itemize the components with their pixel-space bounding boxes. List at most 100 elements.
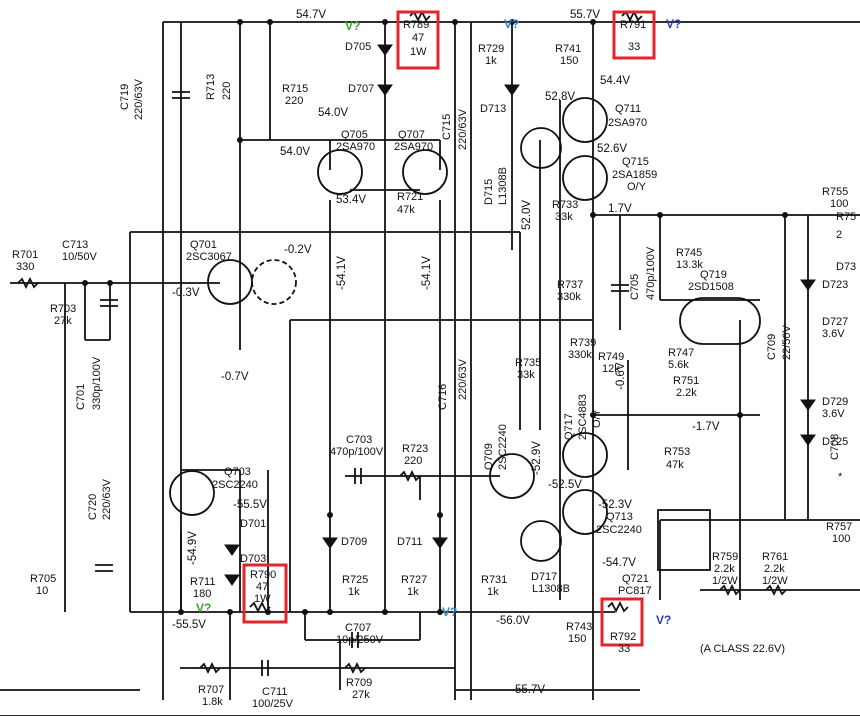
label-r753: R753	[664, 446, 690, 458]
label-r723: R723	[402, 443, 428, 455]
d701-symbol	[224, 544, 240, 556]
label-r743: R743	[566, 621, 592, 633]
label-edge-1: 2	[836, 229, 842, 241]
label-r789-name: R789	[403, 19, 429, 31]
d703-symbol	[224, 574, 240, 586]
label-r751-val: 2.2k	[676, 387, 697, 399]
label-class-a-note: (A CLASS 22.6V)	[700, 643, 785, 655]
label-r739-val: 330k	[568, 349, 592, 361]
label-vm17: -1.7V	[692, 421, 720, 433]
label-c705-val: 470p/100V	[645, 246, 657, 300]
highlight-r791	[612, 10, 656, 60]
label-r759-val: 2.2k	[714, 563, 735, 575]
label-r745-val: 13.3k	[676, 259, 703, 271]
label-r715: R715	[282, 83, 308, 95]
label-vq-green-2: V?	[196, 601, 211, 615]
label-q709-type: 2SC2240	[497, 424, 509, 470]
d723-symbol	[800, 279, 816, 291]
label-q705: Q705	[341, 129, 368, 141]
label-r711: R711	[190, 576, 215, 588]
label-r747: R747	[668, 347, 694, 359]
label-vm03: -0.3V	[172, 287, 200, 299]
r701-symbol	[17, 276, 39, 290]
label-v544: 54.4V	[600, 75, 630, 87]
label-r743-val: 150	[568, 633, 586, 645]
label-v520: 52.0V	[521, 200, 533, 230]
q707-symbol	[402, 149, 448, 195]
label-d727: D727	[822, 316, 848, 328]
label-r703: R703	[50, 303, 76, 315]
label-r789-val: 47	[412, 32, 424, 44]
label-q701: Q701	[190, 239, 217, 251]
label-v557: 55.7V	[570, 9, 600, 21]
label-d707: D707	[348, 83, 374, 95]
label-c703-val: 470p/100V	[330, 446, 384, 458]
d725-symbol	[800, 434, 816, 446]
r792-symbol	[607, 600, 629, 614]
label-c707: C707	[345, 622, 371, 634]
label-r757: R757	[826, 521, 852, 533]
label-vm555b: -55.5V	[172, 619, 206, 631]
label-c715-name: C715	[441, 114, 453, 140]
label-q713: Q713	[606, 511, 633, 523]
label-r713-val: 220	[221, 82, 233, 100]
label-r737-val: 330k	[557, 291, 581, 303]
label-q707-type: 2SA970	[394, 141, 433, 153]
wire-layer	[0, 21, 860, 716]
label-c701: C701	[75, 384, 87, 410]
label-d705: D705	[345, 41, 371, 53]
label-vm547: -54.7V	[602, 557, 636, 569]
label-vq-blue-2: V?	[442, 605, 457, 619]
label-q719: Q719	[700, 269, 727, 281]
label-r709: R709	[346, 677, 372, 689]
label-v547-top: 54.7V	[296, 9, 326, 21]
q711-symbol	[562, 97, 608, 143]
label-r707: R707	[198, 684, 224, 696]
label-r701: R701	[12, 249, 38, 261]
label-r707-val: 1.8k	[202, 696, 223, 708]
label-r733: R733	[552, 199, 578, 211]
component-symbols	[17, 9, 816, 676]
label-c711: C711	[262, 686, 287, 698]
label-vm541b: -54.1V	[421, 256, 433, 290]
label-q707: Q707	[398, 129, 425, 141]
label-d729-val: 3.6V	[822, 408, 845, 420]
label-q717-rank: O/Y	[591, 408, 603, 428]
label-r75x: R75	[836, 211, 856, 223]
label-q717-type: 2SC4883	[577, 394, 589, 440]
r723-symbol	[399, 469, 421, 483]
label-r711-val: 180	[193, 588, 211, 600]
label-vm07: -0.7V	[221, 371, 249, 383]
label-c711-val: 100/25V	[252, 698, 294, 710]
label-r761-watt: 1/2W	[762, 575, 788, 587]
c707-symbol	[351, 632, 359, 648]
d707-symbol	[377, 84, 393, 96]
label-r741: R741	[555, 43, 581, 55]
label-r745: R745	[676, 247, 702, 259]
label-v528: 52.8V	[545, 91, 575, 103]
label-v540b: 54.0V	[280, 146, 310, 158]
label-q711: Q711	[615, 103, 641, 115]
label-r727: R727	[401, 574, 427, 586]
label-r715-val: 220	[285, 95, 303, 107]
q709-symbol	[489, 453, 535, 499]
c719-symbol	[172, 91, 190, 99]
label-r727-val: 1k	[407, 586, 419, 598]
label-r792-name: R792	[610, 631, 636, 643]
label-r705: R705	[30, 573, 56, 585]
label-r792-val: 33	[618, 643, 630, 655]
label-r729: R729	[478, 43, 504, 55]
label-r703-val: 27k	[54, 315, 72, 327]
label-r747-val: 5.6k	[668, 359, 689, 371]
label-vm525: -52.5V	[548, 479, 582, 491]
c703-symbol	[354, 468, 362, 484]
label-q709: Q709	[483, 443, 495, 470]
label-d715: D715	[483, 179, 495, 205]
label-d729: D729	[822, 396, 848, 408]
label-q705-type: 2SA970	[336, 141, 375, 153]
label-r761-val: 2.2k	[764, 563, 785, 575]
label-r731-val: 1k	[487, 586, 499, 598]
label-r790-name: R790	[250, 569, 276, 581]
label-r725-val: 1k	[348, 586, 360, 598]
